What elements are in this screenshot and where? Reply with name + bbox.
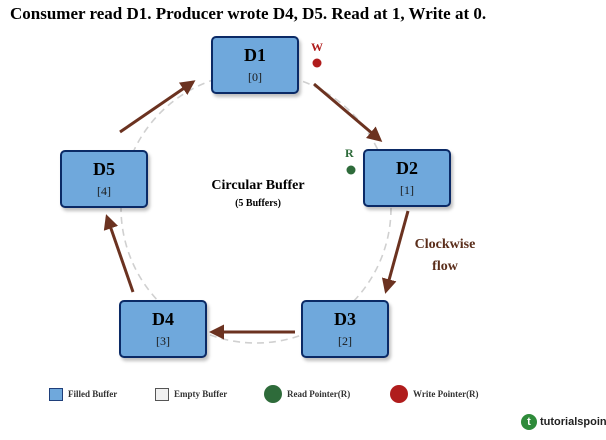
legend-empty-buffer: Empty Buffer bbox=[155, 384, 227, 404]
buffer-label: D5 bbox=[93, 159, 115, 179]
read-pointer-dot bbox=[346, 165, 356, 175]
buffer-index: [1] bbox=[400, 183, 414, 197]
buffer-node-d5: D5 [4] bbox=[60, 150, 148, 208]
buffer-label: D1 bbox=[244, 45, 266, 65]
filled-swatch-icon bbox=[49, 387, 63, 401]
buffer-label: D2 bbox=[396, 158, 418, 178]
buffer-ring bbox=[120, 72, 392, 344]
buffer-label: D3 bbox=[334, 309, 356, 329]
buffer-index: [2] bbox=[338, 334, 352, 348]
legend-read-pointer: Read Pointer(R) bbox=[264, 384, 350, 404]
buffer-label: D4 bbox=[152, 309, 174, 329]
buffer-node-d2: D2 [1] bbox=[363, 149, 451, 207]
legend-write-pointer: Write Pointer(R) bbox=[390, 384, 479, 404]
logo-text: tutorialspoint bbox=[540, 416, 606, 428]
arrow-d1-to-d2 bbox=[313, 82, 383, 142]
arrow-d5-to-d1 bbox=[119, 80, 196, 134]
legend-label: Write Pointer(R) bbox=[413, 389, 479, 399]
clockwise-flow-label: Clockwise flow bbox=[405, 234, 485, 278]
arrow-d4-to-d5 bbox=[103, 214, 135, 293]
buffer-index: [3] bbox=[156, 334, 170, 348]
tutorialspoint-logo-icon: t bbox=[521, 414, 537, 430]
read-pointer-swatch-icon bbox=[264, 385, 282, 403]
buffer-node-d3: D3 [2] bbox=[301, 300, 389, 358]
arrow-d2-to-d3 bbox=[381, 210, 410, 294]
write-pointer-dot bbox=[312, 58, 322, 68]
center-title: Circular Buffer bbox=[211, 178, 305, 193]
write-pointer-swatch-icon bbox=[390, 385, 408, 403]
legend-label: Filled Buffer bbox=[68, 389, 118, 399]
buffer-index: [0] bbox=[248, 70, 262, 84]
legend-label: Empty Buffer bbox=[174, 389, 228, 399]
flow-label-line2: flow bbox=[432, 259, 458, 274]
legend-filled-buffer: Filled Buffer bbox=[49, 384, 117, 404]
read-pointer-label: R bbox=[345, 146, 354, 160]
tutorialspoint-logo: t tutorialspoint bbox=[521, 414, 606, 430]
write-pointer-label: W bbox=[311, 40, 323, 54]
empty-swatch-icon bbox=[155, 387, 169, 401]
buffer-node-d4: D4 [3] bbox=[119, 300, 207, 358]
buffer-index: [4] bbox=[97, 184, 111, 198]
legend-label: Read Pointer(R) bbox=[287, 389, 351, 399]
center-subtitle: (5 Buffers) bbox=[235, 198, 281, 209]
buffer-node-d1: D1 [0] bbox=[211, 36, 299, 94]
page-title: Consumer read D1. Producer wrote D4, D5.… bbox=[10, 4, 487, 23]
flow-label-line1: Clockwise bbox=[414, 237, 476, 252]
